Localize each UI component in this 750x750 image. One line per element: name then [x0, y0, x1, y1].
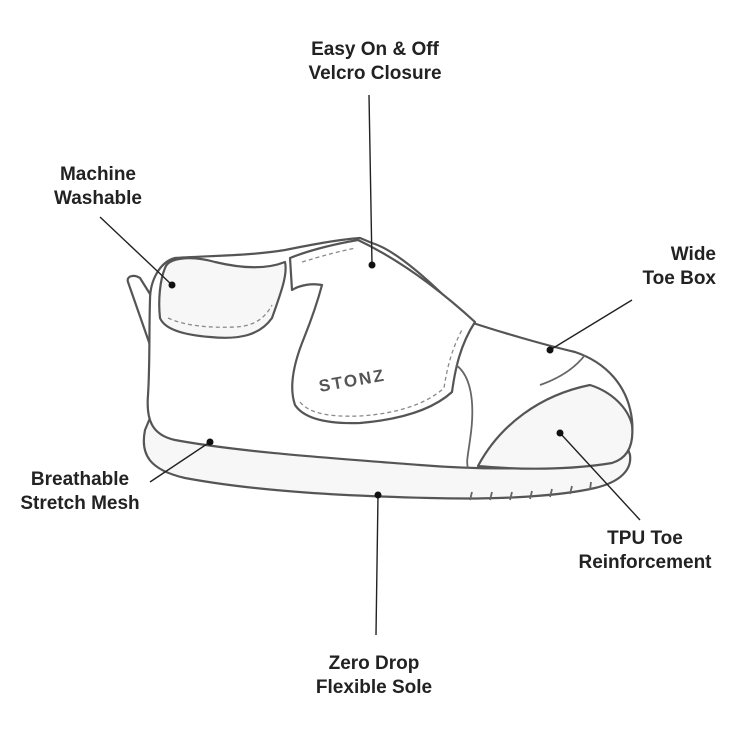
- callout-sole-line2: Flexible Sole: [315, 677, 433, 698]
- leader-washable: [99, 216, 173, 286]
- callout-tpu-line1: TPU Toe: [607, 528, 683, 549]
- callout-velcro: Easy On & Off Velcro Closure: [308, 38, 441, 86]
- leader-tpu: [559, 432, 641, 521]
- callout-toebox-line1: Wide: [670, 244, 716, 265]
- leader-sole: [375, 494, 379, 636]
- leader-mesh: [149, 441, 211, 483]
- dot-velcro: [368, 261, 376, 269]
- callout-washable: Machine Washable: [54, 163, 142, 211]
- leader-toebox: [549, 299, 633, 351]
- callout-washable-line1: Machine: [59, 164, 137, 185]
- callout-velcro-line1: Easy On & Off: [311, 39, 439, 60]
- sole-tread: [469, 481, 592, 501]
- callout-mesh: Breathable Stretch Mesh: [20, 468, 139, 516]
- strap-stitching-top: [301, 247, 357, 263]
- dot-toebox: [546, 346, 554, 354]
- vamp-seam: [539, 354, 586, 386]
- callout-tpu-line2: Reinforcement: [578, 552, 712, 573]
- strap-stitching: [299, 327, 464, 417]
- dot-mesh: [206, 438, 214, 446]
- callout-toebox-line2: Toe Box: [642, 268, 716, 289]
- callout-tpu: TPU Toe Reinforcement: [578, 527, 711, 575]
- dot-tpu: [556, 429, 564, 437]
- callout-mesh-line2: Stretch Mesh: [20, 493, 140, 514]
- callout-toebox: Wide Toe Box: [642, 243, 716, 291]
- velcro-strap: [288, 238, 477, 425]
- callout-velcro-line2: Velcro Closure: [308, 63, 442, 84]
- collar: [158, 257, 287, 339]
- dot-washable: [168, 281, 176, 289]
- dot-sole: [374, 491, 382, 499]
- callout-mesh-line1: Breathable: [30, 469, 130, 490]
- tpu-toe-cap: [476, 383, 634, 470]
- callout-sole-line1: Zero Drop: [328, 653, 420, 674]
- collar-stitching: [167, 304, 273, 328]
- callout-sole: Zero Drop Flexible Sole: [316, 652, 432, 700]
- callout-washable-line2: Washable: [54, 188, 142, 209]
- mesh-panel-seam: [455, 364, 474, 469]
- leader-velcro: [368, 94, 373, 266]
